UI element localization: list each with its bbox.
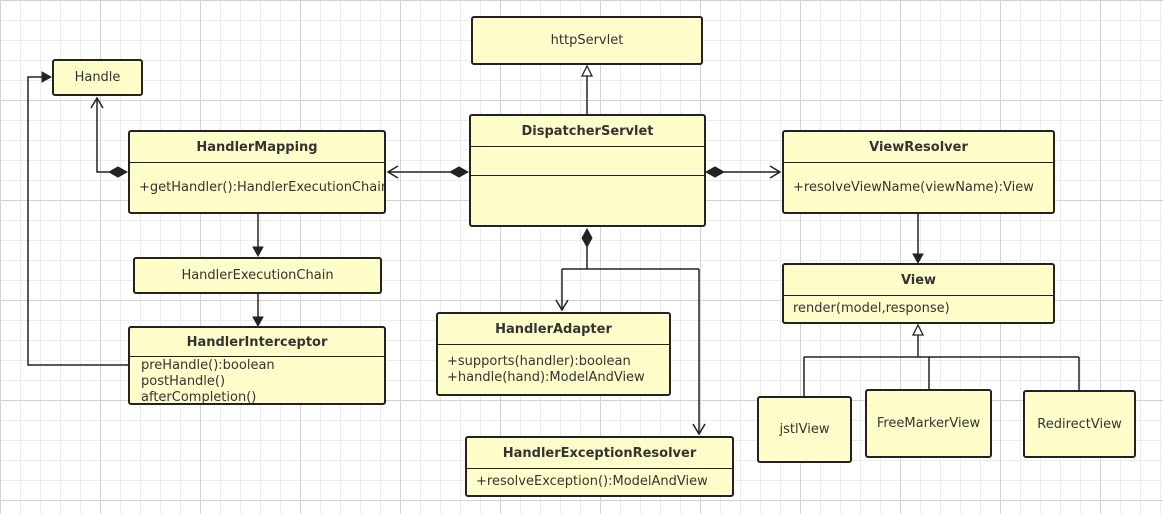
association-arrowhead	[252, 246, 264, 258]
jstl-view-label: jstlView	[779, 422, 830, 437]
composition-diamond	[581, 227, 593, 249]
handler-exception-resolver-title: HandlerExceptionResolver	[467, 438, 732, 469]
association-line	[27, 76, 128, 366]
handle-label: Handle	[74, 70, 121, 85]
operation: +supports(handler):boolean	[447, 353, 631, 369]
operation: preHandle():boolean	[141, 358, 275, 373]
handler-adapter-operations: +supports(handler):boolean +handle(hand)…	[438, 345, 669, 394]
association-arrowhead	[90, 96, 104, 109]
handler-mapping-title: HandlerMapping	[130, 132, 384, 163]
composition-line	[96, 98, 109, 173]
handle-node[interactable]: Handle	[52, 59, 143, 96]
association-arrowhead	[41, 71, 53, 83]
dispatcher-servlet-node[interactable]: DispatcherServlet	[469, 114, 706, 227]
handler-interceptor-node[interactable]: HandlerInterceptor preHandle():boolean p…	[128, 326, 386, 405]
handler-interceptor-operations: preHandle():boolean postHandle() afterCo…	[130, 357, 384, 403]
operation: postHandle()	[141, 374, 226, 389]
view-resolver-node[interactable]: ViewResolver +resolveViewName(viewName):…	[782, 130, 1055, 214]
handler-mapping-operations: +getHandler():HandlerExecutionChain	[130, 163, 384, 212]
dispatcher-servlet-title: DispatcherServlet	[471, 116, 704, 147]
composition-diamond	[107, 166, 129, 178]
dispatcher-servlet-attributes	[471, 147, 704, 176]
freemarker-view-label: FreeMarkerView	[876, 416, 981, 431]
freemarker-view-node[interactable]: FreeMarkerView	[865, 389, 992, 458]
operation: +getHandler():HandlerExecutionChain	[139, 179, 386, 195]
generalization-arrowhead	[580, 64, 594, 77]
operation: +resolveException():ModelAndView	[476, 474, 708, 489]
handler-execution-chain-node[interactable]: HandlerExecutionChain	[133, 257, 382, 294]
association-arrowhead	[555, 299, 569, 312]
view-node[interactable]: View render(model,response)	[782, 263, 1055, 324]
handler-adapter-node[interactable]: HandlerAdapter +supports(handler):boolea…	[436, 312, 671, 396]
httpservlet-node[interactable]: httpServlet	[471, 16, 703, 65]
composition-diamond	[704, 166, 726, 178]
handler-interceptor-title: HandlerInterceptor	[130, 328, 384, 357]
association-arrowhead	[252, 316, 264, 328]
httpservlet-label: httpServlet	[550, 33, 624, 48]
redirect-view-label: RedirectView	[1037, 416, 1122, 432]
view-resolver-operations: +resolveViewName(viewName):View	[784, 163, 1053, 212]
association-arrowhead	[692, 423, 706, 436]
jstl-view-node[interactable]: jstlView	[757, 396, 852, 463]
handler-mapping-node[interactable]: HandlerMapping +getHandler():HandlerExec…	[128, 130, 386, 214]
composition-diamond	[448, 166, 470, 178]
view-operations: render(model,response)	[784, 296, 1053, 322]
operation: +resolveViewName(viewName):View	[793, 179, 1034, 195]
operation: afterCompletion()	[141, 390, 257, 405]
redirect-view-node[interactable]: RedirectView	[1023, 390, 1136, 458]
association-arrowhead	[386, 165, 399, 179]
handler-execution-chain-label: HandlerExecutionChain	[181, 268, 334, 283]
handler-exception-resolver-operations: +resolveException():ModelAndView	[467, 469, 732, 495]
operation: +handle(hand):ModelAndView	[447, 369, 645, 385]
generalization-arrowhead	[911, 323, 925, 336]
association-arrowhead	[769, 165, 782, 179]
handler-exception-resolver-node[interactable]: HandlerExceptionResolver +resolveExcepti…	[465, 436, 734, 497]
handler-adapter-title: HandlerAdapter	[438, 314, 669, 345]
association-arrowhead	[912, 253, 924, 265]
operation: render(model,response)	[793, 301, 950, 316]
view-title: View	[784, 265, 1053, 296]
view-resolver-title: ViewResolver	[784, 132, 1053, 163]
